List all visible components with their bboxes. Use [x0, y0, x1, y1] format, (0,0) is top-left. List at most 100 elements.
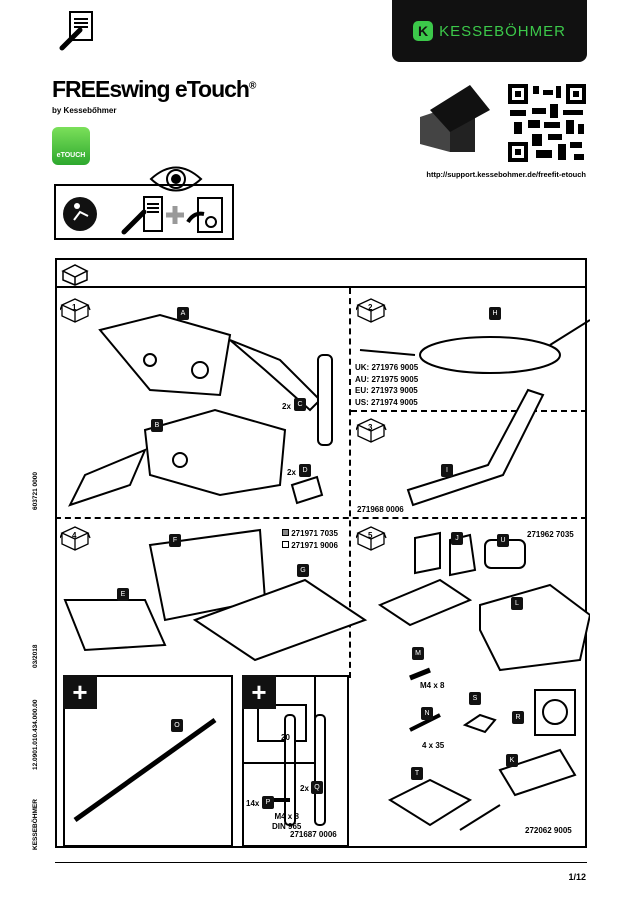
part-badge-f: F: [169, 534, 181, 547]
arm-i: [406, 388, 545, 507]
support-url-link[interactable]: http://support.kessebohmer.de/freefit-et…: [426, 170, 586, 179]
code-set-5: 271962 7035: [527, 530, 574, 539]
read-instructions-box: [54, 184, 234, 240]
package-number: 3: [368, 423, 373, 432]
part-badge-l: L: [511, 597, 523, 610]
rod-o: [73, 717, 217, 823]
motor-unit-l: [479, 583, 590, 672]
divider-right: [351, 410, 587, 412]
package-number: 1: [72, 303, 77, 312]
part-badge-c: C: [294, 398, 306, 411]
logo-mark: K: [413, 21, 434, 41]
part-badge-t: T: [411, 767, 423, 780]
spec-p-size: M4 x 8: [274, 812, 299, 821]
product-subtitle: by Kessebőhmer: [52, 106, 117, 115]
parts-overview-frame: [55, 258, 587, 848]
part-badge-d: D: [299, 464, 311, 477]
optional-plus-icon: +: [63, 675, 97, 709]
code-remote: 272062 9005: [525, 826, 572, 835]
part-qty: 2x: [300, 784, 309, 793]
instruction-sheet: [377, 578, 473, 627]
housing-j: [414, 531, 477, 577]
page-number: 1/12: [568, 872, 586, 882]
part-badge-e: E: [117, 588, 129, 601]
screw-n: [409, 713, 441, 732]
read-manual-icons: [63, 196, 223, 235]
part-badge-o: O: [171, 719, 183, 732]
package-3-icon: 3: [355, 417, 388, 450]
code-eu: EU: 271973 9005: [355, 386, 418, 395]
optional-rod-box: [63, 675, 233, 847]
instruction-document-icon: [59, 11, 93, 51]
strip-q: [284, 714, 296, 826]
spec-p-din: DIN 965: [272, 822, 302, 831]
spec-n: 4 x 35: [422, 741, 445, 750]
support-box-icon: [420, 85, 490, 152]
divider-horizontal: [55, 517, 587, 519]
side-date: 03/2018: [32, 644, 39, 669]
code-au: AU: 271975 9005: [355, 374, 419, 384]
code-white: 271971 9006: [291, 541, 338, 550]
part-badge-k: K: [506, 754, 518, 767]
code-strip: 271687 0006: [290, 830, 337, 839]
side-doc-number: 12.0901.010.434.000.00: [32, 699, 39, 770]
parts-illustrations: [63, 313, 590, 831]
code-uk: UK: 271976 9005: [355, 363, 419, 372]
part-badge-i: I: [441, 464, 453, 477]
product-title: FREEswing eTouch®: [52, 76, 256, 103]
part-qty: 2x: [282, 402, 291, 411]
dimension-label: 20: [281, 733, 290, 742]
cabinet-depth-box: [242, 675, 316, 764]
part-badge-p: P: [262, 796, 274, 809]
part-qty: 14x: [246, 799, 260, 808]
lift-mechanism-b: [68, 408, 287, 507]
bracket-c: [317, 354, 333, 446]
qr-code[interactable]: [508, 84, 586, 162]
spec-m: M4 x 8: [420, 681, 445, 690]
cover-codes: 271971 7035 271971 9006: [282, 528, 338, 552]
parts-header-row: [55, 258, 587, 288]
package-5-icon: 5: [355, 525, 388, 558]
white-swatch: [282, 541, 289, 548]
package-4-icon: 4: [59, 525, 92, 558]
plus-icon: [166, 206, 184, 224]
screw-p-spec: M4 x 8 DIN 965: [272, 812, 301, 832]
package-number: 4: [72, 531, 77, 540]
package-2-icon: 2: [355, 297, 388, 330]
part-badge-m: M: [412, 647, 424, 660]
adhesive-pad-t: [387, 778, 473, 827]
reading-person-icon: [63, 197, 97, 231]
registered-mark: ®: [248, 80, 256, 92]
code-us: US: 271974 9005: [355, 397, 418, 407]
remote-k: [459, 748, 577, 831]
part-badge-g: G: [297, 564, 309, 577]
part-badge-a: A: [177, 307, 189, 320]
code-grey: 271971 7035: [291, 529, 338, 538]
part-qty: 2x: [287, 468, 296, 477]
part-badge-u: U: [497, 534, 509, 547]
divider-vertical: [349, 288, 351, 678]
grey-swatch: [282, 529, 289, 536]
part-badge-b: B: [151, 419, 163, 432]
cable-codes: UK: 271976 9005 AU: 271975 9005 EU: 2719…: [355, 362, 418, 408]
cable-h: [359, 319, 590, 374]
package-number: 5: [368, 531, 373, 540]
package-number: 2: [368, 303, 373, 312]
part-badge-n: N: [421, 707, 433, 720]
clip-s: [462, 713, 497, 734]
part-badge-j: J: [451, 532, 463, 545]
lift-mechanism-a: [98, 313, 322, 412]
optional-strip-box: [242, 675, 349, 847]
package-1-icon: 1: [59, 297, 92, 330]
part-badge-h: H: [489, 307, 501, 320]
side-article-number: 603721 0000: [32, 472, 39, 510]
footer-rule: [55, 862, 587, 863]
side-brand: KESSEBÖHMER: [32, 799, 39, 850]
template-g: [192, 578, 368, 662]
cabinet-diagram: [257, 704, 307, 742]
part-badge-r: R: [512, 711, 524, 724]
optional-plus-icon-2: +: [242, 675, 276, 709]
connector-d: [290, 475, 324, 505]
part-badge-s: S: [469, 692, 481, 705]
kessebohmer-logo: K KESSEBÖHMER: [392, 0, 587, 62]
